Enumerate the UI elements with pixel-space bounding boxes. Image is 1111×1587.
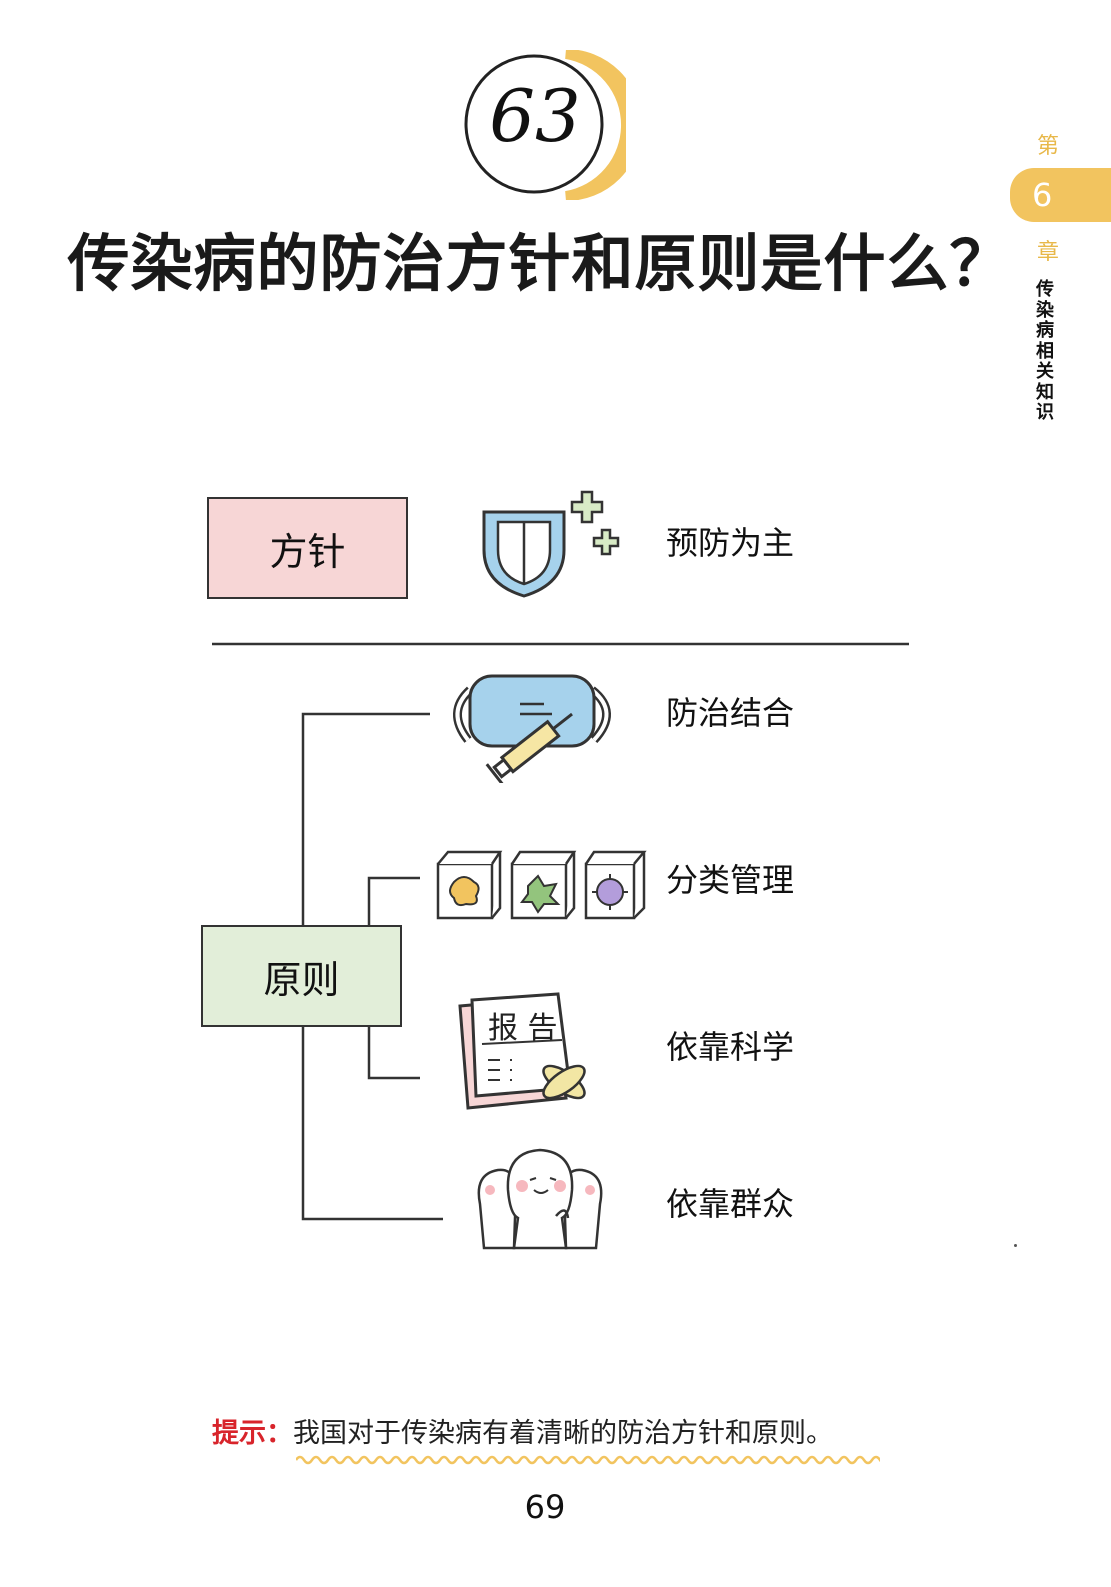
policy-box: 方针 [207, 497, 408, 599]
question-number-badge [464, 50, 626, 200]
page-title: 传染病的防治方针和原则是什么？ [67, 227, 1013, 300]
hint: 提示：我国对于传染病有着清晰的防治方针和原则。 [212, 1416, 833, 1452]
stray-dot [1014, 1244, 1017, 1247]
chapter-prefix: 第 [1036, 134, 1059, 159]
principle-item-label: 依靠群众 [666, 1185, 795, 1223]
principle-box: 原则 [201, 925, 402, 1027]
shield-icon [482, 490, 620, 598]
chapter-number-tab: 6 [1010, 168, 1111, 222]
chapter-title: 传染病相关知识 [1036, 279, 1054, 423]
principle-item-label: 依靠科学 [666, 1028, 795, 1066]
people-icon [477, 1148, 603, 1250]
principle-item-label: 分类管理 [666, 861, 795, 899]
principle-item-label: 防治结合 [666, 694, 795, 732]
policy-item-label: 预防为主 [666, 524, 795, 562]
report-icon: 报 告 [458, 992, 586, 1110]
chapter-suffix: 章 [1036, 240, 1059, 265]
virus-boxes-icon [436, 850, 647, 920]
hint-underline-wave [296, 1455, 880, 1465]
page-number: 69 [524, 1488, 566, 1526]
question-number: 63 [489, 74, 581, 158]
hint-text: 我国对于传染病有着清晰的防治方针和原则。 [293, 1418, 833, 1449]
mask-syringe-icon [453, 674, 611, 783]
hint-label: 提示： [212, 1418, 293, 1449]
